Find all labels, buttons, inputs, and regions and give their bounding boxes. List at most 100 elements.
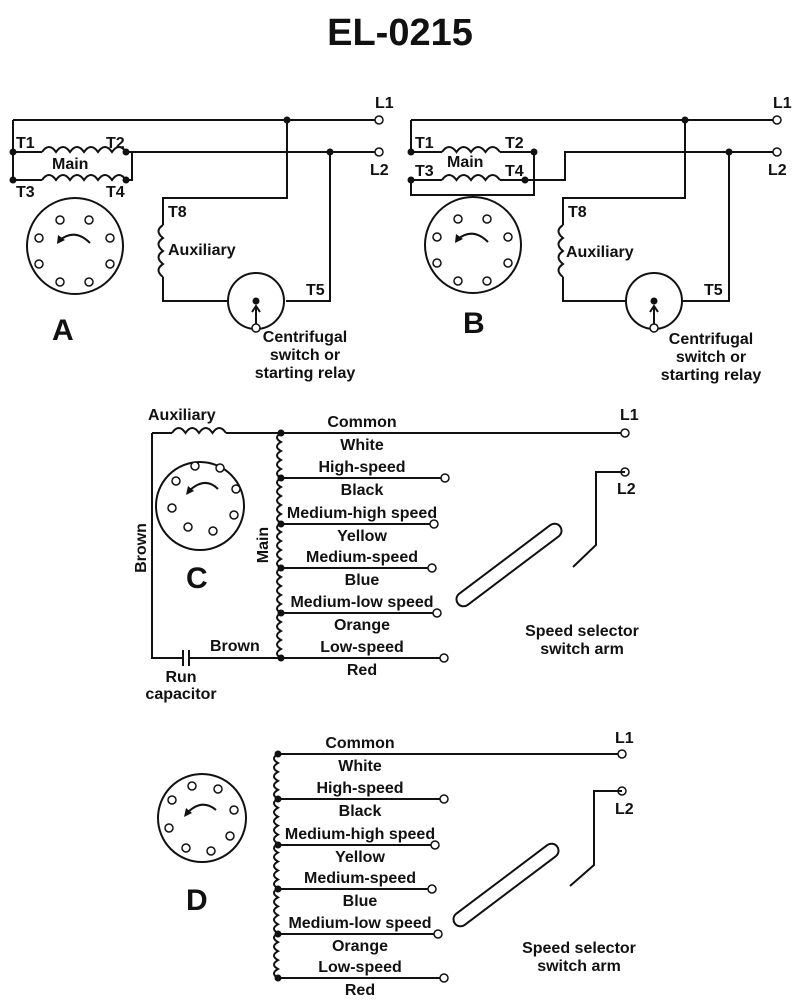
- main-winding-coil-1: [41, 146, 127, 154]
- brown-wire-label: Brown: [133, 523, 150, 573]
- diagram-b-label: B: [463, 307, 485, 340]
- aux-winding-coil: [157, 224, 165, 278]
- wire-color-label: White: [340, 437, 384, 454]
- speed-tap-terminal[interactable]: [430, 840, 440, 850]
- speed-tap-terminal[interactable]: [439, 973, 449, 983]
- wire-color-label: Orange: [334, 617, 390, 634]
- switch-label: switch or: [270, 347, 340, 364]
- speed-tap-terminal[interactable]: [439, 794, 449, 804]
- l1-terminal: [620, 428, 630, 438]
- speed-selector-switch-arm[interactable]: [451, 841, 562, 929]
- switch-arm-label: Speed selector: [525, 623, 639, 640]
- diagram-d-label: D: [186, 884, 208, 917]
- tap-label: Medium-low speed: [290, 594, 433, 611]
- main-winding-label: Main: [447, 154, 483, 171]
- tap-label: Common: [325, 735, 394, 752]
- speed-tap-terminal[interactable]: [427, 884, 437, 894]
- l1-label: L1: [375, 95, 394, 112]
- t2-label: T2: [505, 135, 524, 152]
- wire-color-label: Red: [345, 982, 375, 999]
- auxiliary-winding-label: Auxiliary: [148, 407, 216, 424]
- l1-label: L1: [615, 730, 634, 747]
- l2-label: L2: [768, 162, 787, 179]
- wire-color-label: Yellow: [337, 528, 387, 545]
- auxiliary-coil: [171, 427, 227, 435]
- tap-label: Medium-high speed: [287, 505, 437, 522]
- tap-label: Medium-speed: [304, 870, 416, 887]
- t8-label: T8: [568, 204, 587, 221]
- t4-label: T4: [505, 163, 524, 180]
- capacitor-icon: [182, 650, 190, 666]
- switch-arm-label: Speed selector: [522, 940, 636, 957]
- aux-winding-coil: [557, 224, 565, 278]
- t5-label: T5: [306, 282, 325, 299]
- l2-label: L2: [615, 801, 634, 818]
- run-capacitor-label: capacitor: [145, 686, 216, 703]
- diagram-a: L1 L2 T1 T2 T3 T4 T5 T8 Main Auxiliary A…: [9, 95, 394, 382]
- l1-terminal: [617, 749, 627, 759]
- wire-color-label: Black: [341, 482, 384, 499]
- motor-end-view-b: [424, 196, 522, 294]
- speed-selector-switch-arm[interactable]: [454, 521, 565, 609]
- tap-label: Medium-high speed: [285, 826, 435, 843]
- speed-tap-terminal[interactable]: [432, 608, 442, 618]
- motor-end-view-d: [157, 773, 247, 863]
- rotation-arrow-icon: [188, 482, 219, 492]
- l1-label: L1: [773, 95, 792, 112]
- diagram-a-label: A: [52, 314, 74, 347]
- l2-label: L2: [617, 481, 636, 498]
- motor-end-view-a: [26, 197, 124, 295]
- auxiliary-winding-label: Auxiliary: [566, 244, 634, 261]
- wire-color-label: Orange: [332, 938, 388, 955]
- tap-label: Low-speed: [320, 639, 404, 656]
- tap-label: High-speed: [318, 459, 405, 476]
- main-winding-label: Main: [255, 527, 272, 563]
- wire-color-label: Blue: [345, 572, 380, 589]
- tap-label: Low-speed: [318, 959, 402, 976]
- speed-tap-terminal[interactable]: [429, 519, 439, 529]
- speed-tap-terminal[interactable]: [427, 563, 437, 573]
- brown-wire-label: Brown: [210, 638, 260, 655]
- diagram-title: EL-0215: [327, 12, 473, 54]
- l1-terminal: [772, 115, 782, 125]
- tap-junction: [277, 429, 285, 437]
- tap-label: Common: [327, 414, 396, 431]
- switch-arm-label: switch arm: [537, 958, 621, 975]
- wire-color-label: Blue: [343, 893, 378, 910]
- tap-junction: [274, 750, 282, 758]
- rotation-arrow-icon: [186, 803, 217, 814]
- l2-terminal: [374, 147, 384, 157]
- diagram-b: L1 L2 T1 T2 T3 T4 T5 T8 Main Auxiliary B…: [407, 95, 792, 384]
- motor-end-view-c: [155, 461, 245, 551]
- switch-label: Centrifugal: [263, 329, 347, 346]
- rotation-arrow-icon: [457, 232, 489, 243]
- speed-tap-terminal[interactable]: [440, 473, 450, 483]
- rotation-arrow-icon: [59, 233, 91, 244]
- main-winding-coil: [273, 753, 281, 979]
- main-winding-coil-1: [441, 146, 501, 154]
- switch-label: starting relay: [661, 367, 762, 384]
- t2-label: T2: [106, 135, 125, 152]
- l1-label: L1: [620, 407, 639, 424]
- t5-label: T5: [704, 282, 723, 299]
- t3-label: T3: [16, 184, 35, 201]
- t3-label: T3: [415, 163, 434, 180]
- t1-label: T1: [16, 135, 35, 152]
- diagram-c-label: C: [186, 562, 208, 595]
- t4-label: T4: [106, 184, 125, 201]
- tap-label: Medium-speed: [306, 549, 418, 566]
- l1-terminal: [374, 115, 384, 125]
- speed-tap-terminal[interactable]: [439, 653, 449, 663]
- wire-color-label: Black: [339, 803, 382, 820]
- main-winding-coil: [276, 432, 284, 659]
- t1-label: T1: [415, 135, 434, 152]
- run-capacitor-label: Run: [165, 669, 196, 686]
- main-winding-coil-2: [41, 174, 127, 182]
- switch-arm-label: switch arm: [540, 641, 624, 658]
- switch-label: Centrifugal: [669, 331, 753, 348]
- speed-tap-terminal[interactable]: [433, 929, 443, 939]
- tap-label: Medium-low speed: [288, 915, 431, 932]
